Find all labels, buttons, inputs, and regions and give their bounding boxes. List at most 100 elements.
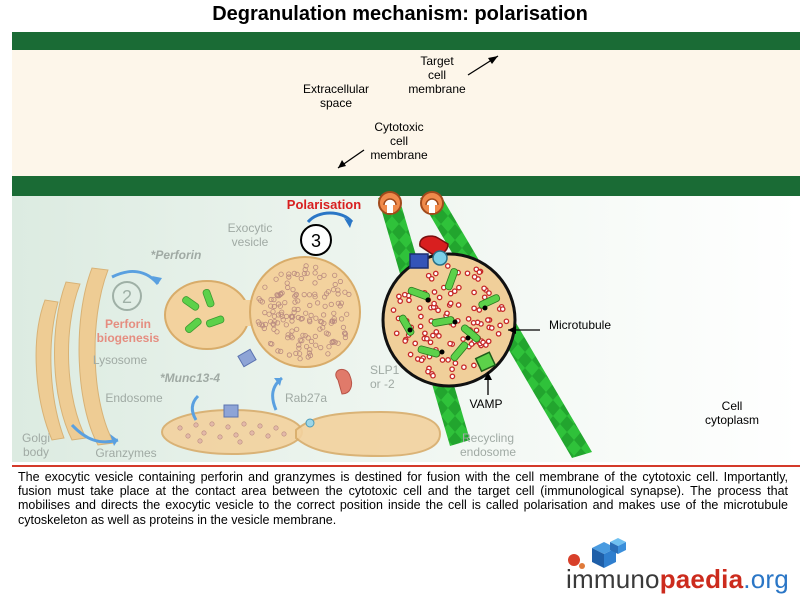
label-line: Extracellular [303, 82, 369, 96]
granzyme-dot [416, 305, 423, 311]
granule-dot [312, 333, 318, 339]
vesicle-docking-proteins [409, 235, 449, 269]
granzyme-dot [417, 323, 424, 330]
granule-dot [340, 324, 346, 330]
granule-dot [274, 292, 281, 299]
granule-dot [286, 352, 292, 358]
granzyme-dot [495, 330, 502, 337]
granule-dot [335, 340, 341, 346]
granule-dot [302, 266, 308, 273]
granule-dot [296, 342, 302, 348]
label-step-3: 3 [311, 231, 321, 251]
polarisation-arrow [306, 211, 354, 224]
label-golgi-body: Golgi body [22, 431, 50, 459]
granzyme-dot [483, 342, 489, 348]
granule-dot [303, 263, 309, 269]
label-granzymes: Granzymes [95, 446, 156, 460]
lysosome [164, 280, 250, 350]
granzyme-dot [430, 372, 436, 379]
granule-dot [346, 291, 352, 297]
granzyme-dot [497, 322, 503, 329]
granule-dot [294, 271, 300, 277]
label-line: cell [390, 134, 408, 148]
granule-dot [278, 271, 284, 277]
granule-dot [332, 272, 338, 278]
label-line: Golgi [22, 431, 50, 445]
granzyme-dot [470, 319, 477, 326]
granule-dot [291, 270, 297, 276]
granule-dot [296, 345, 302, 351]
granule-dot [255, 319, 261, 325]
granzyme-dot [447, 300, 454, 307]
logo-text-part3: .org [743, 564, 789, 594]
granule-dot [313, 342, 319, 348]
granule-dot [275, 312, 282, 318]
granule-dot [330, 287, 337, 293]
granule-dot [329, 318, 335, 324]
granzyme-dot [407, 351, 414, 358]
label-line: Target [420, 54, 454, 68]
label-microtubule: Microtubule [549, 318, 611, 332]
granzyme-dot [486, 290, 492, 296]
cytotoxic-cell-membrane [12, 176, 800, 196]
granzyme-dot [461, 364, 467, 371]
granule-dot [306, 292, 313, 298]
granzyme-dot [449, 373, 456, 380]
granule-dot [271, 303, 277, 310]
granule-dot [313, 315, 319, 321]
granzyme-dot [488, 325, 495, 331]
granule-dot [285, 284, 291, 291]
rab27a-protein [305, 418, 315, 428]
granule-dot [285, 332, 291, 338]
page-title: Degranulation mechanism: polarisation [212, 3, 588, 25]
label-target-cell-membrane: Target cell membrane [408, 54, 466, 96]
granzyme-dot [447, 290, 454, 297]
membrane-receptors [378, 191, 444, 215]
exocytic-vesicle-faded [249, 256, 361, 368]
label-line: Cell [722, 399, 743, 413]
granule-dot [262, 321, 269, 327]
granule-dot [338, 316, 345, 322]
extracellular-space [12, 50, 800, 176]
granule-dot [294, 326, 300, 332]
granule-dot [323, 291, 330, 297]
immunopaedia-logo[interactable]: immunopaedia.org [560, 538, 800, 600]
label-line: cytoplasm [705, 413, 759, 427]
granule-dot [338, 300, 344, 306]
granule-dot [312, 291, 318, 297]
label-recycling-endosome: Recycling endosome [460, 431, 516, 459]
granule-dot [293, 350, 299, 356]
granzyme-dot [476, 269, 483, 276]
granule-dot [282, 299, 288, 306]
granzyme-dot [445, 357, 451, 363]
granule-dot [331, 310, 337, 316]
granzyme-dot [435, 307, 441, 314]
granule-dot [321, 272, 327, 278]
granzyme-dot [393, 330, 400, 337]
granule-dot [288, 333, 294, 339]
label-extracellular-space: Extracellular space [303, 82, 369, 110]
granule-dot [302, 333, 308, 339]
label-cell-cytoplasm: Cell cytoplasm [705, 399, 759, 427]
granule-dot [268, 303, 274, 309]
granule-dot [293, 291, 299, 297]
granzyme-dot [464, 270, 471, 277]
granule-dot [286, 271, 292, 277]
granule-dot [317, 318, 323, 324]
granzyme-dot [406, 297, 412, 304]
granule-dot [312, 270, 318, 276]
label-line: Perforin [105, 317, 151, 331]
granule-dot [325, 351, 331, 357]
granzyme-dot [444, 263, 451, 269]
label-line: cell [428, 68, 446, 82]
logo-text-part1: immuno [566, 564, 660, 594]
granule-dot [328, 301, 334, 307]
granzyme-dot [427, 339, 434, 346]
granzyme-dot [422, 330, 428, 337]
granule-dot [326, 344, 332, 350]
granule-dot [312, 280, 318, 286]
granzyme-dot [451, 288, 458, 295]
granule-dot [296, 351, 303, 357]
label-line: Exocytic [228, 221, 273, 235]
target-cell-membrane [12, 32, 800, 50]
